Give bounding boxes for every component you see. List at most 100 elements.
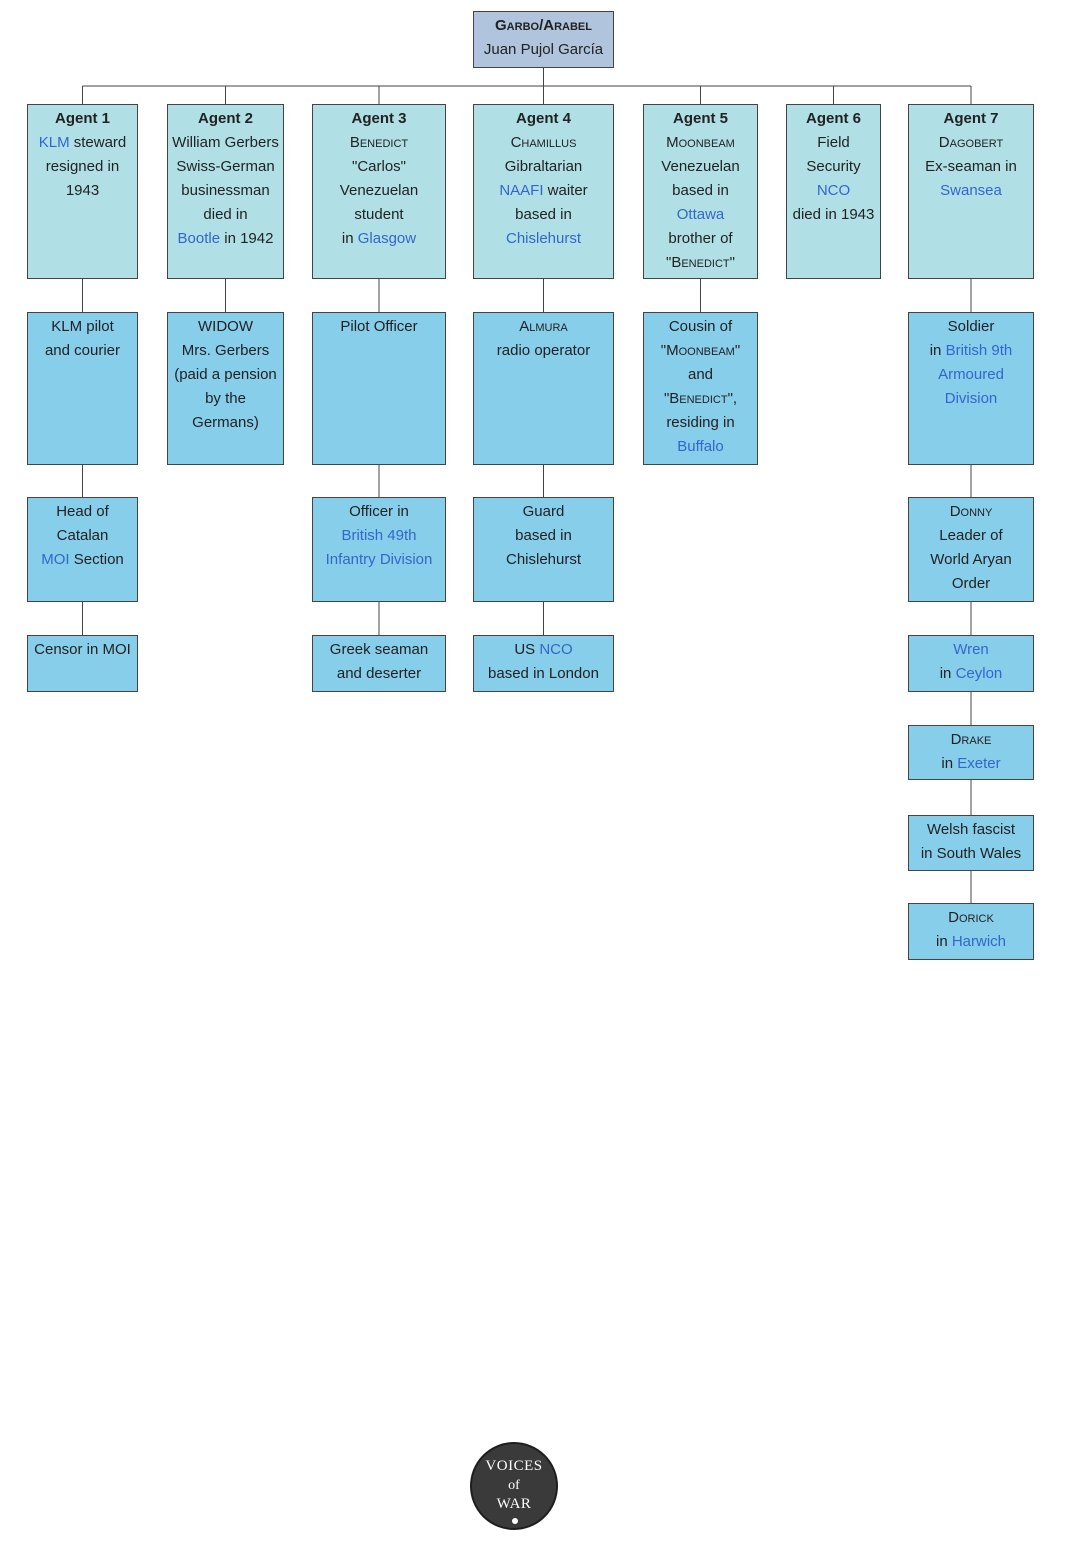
- wiki-link[interactable]: Ottawa: [676, 206, 725, 223]
- text-segment: Agent 7: [943, 110, 999, 127]
- text-segment: in: [941, 755, 958, 772]
- text-segment: in 1942: [220, 230, 274, 247]
- wiki-link[interactable]: Infantry Division: [325, 551, 433, 568]
- wiki-link[interactable]: British 9th: [945, 342, 1013, 359]
- text-line: Division: [909, 387, 1033, 411]
- text-segment: "Carlos": [352, 158, 406, 175]
- text-line: Dagobert: [909, 131, 1033, 155]
- wiki-link[interactable]: Swansea: [940, 182, 1002, 199]
- text-line: Pilot Officer: [313, 315, 445, 339]
- agent-3-node: Agent 3 Benedict "Carlos" Venezuelan student…: [312, 104, 446, 279]
- wiki-link[interactable]: NCO: [816, 182, 851, 199]
- text-line: Chamillus: [474, 131, 613, 155]
- wiki-link[interactable]: Bootle: [177, 230, 221, 247]
- text-segment: Chislehurst: [505, 551, 582, 568]
- text-segment: Agent 2: [197, 110, 253, 127]
- wiki-link[interactable]: Chislehurst: [505, 230, 582, 247]
- wiki-link[interactable]: Harwich: [951, 933, 1007, 950]
- agent-1-subagent-node: KLM pilot and courier: [27, 312, 138, 465]
- text-line: Juan Pujol García: [474, 38, 613, 62]
- wiki-link[interactable]: Buffalo: [677, 438, 724, 455]
- text-line: US NCO: [474, 638, 613, 662]
- wiki-link[interactable]: KLM: [38, 134, 70, 151]
- text-segment: ": [734, 342, 741, 359]
- text-segment: ": [666, 254, 672, 271]
- text-segment: Donny: [949, 503, 993, 520]
- text-line: Agent 5: [644, 107, 757, 131]
- text-line: WIDOW: [168, 315, 283, 339]
- wiki-link[interactable]: NCO: [539, 641, 573, 658]
- text-line: Swansea: [909, 179, 1033, 203]
- agent-5-subagent-node: Cousin of"Moonbeam"and"Benedict",residin…: [643, 312, 758, 465]
- text-line: based in: [644, 179, 757, 203]
- text-segment: Germans): [192, 414, 259, 431]
- wiki-link[interactable]: NAAFI: [499, 182, 544, 199]
- text-segment: Agent 6: [805, 110, 861, 127]
- wiki-link[interactable]: Glasgow: [357, 230, 417, 247]
- wiki-link[interactable]: Division: [944, 390, 998, 407]
- text-segment: Pilot Officer: [340, 318, 418, 335]
- wiki-link[interactable]: Exeter: [957, 755, 1001, 772]
- text-line: Venezuelan: [644, 155, 757, 179]
- text-segment: Leader of: [939, 527, 1003, 544]
- agent-1-subagent-node: Censor in MOI: [27, 635, 138, 692]
- text-segment: and deserter: [336, 665, 422, 682]
- text-segment: radio operator: [496, 342, 591, 359]
- text-segment: Benedict: [671, 254, 730, 271]
- text-line: in Exeter: [909, 752, 1033, 776]
- text-line: Officer in: [313, 500, 445, 524]
- wiki-link[interactable]: British 49th: [341, 527, 417, 544]
- text-line: Moonbeam: [644, 131, 757, 155]
- wiki-link[interactable]: Armoured: [938, 366, 1004, 383]
- text-segment: and courier: [44, 342, 121, 359]
- text-segment: Agent 3: [351, 110, 407, 127]
- text-segment: waiter: [543, 182, 588, 199]
- text-line: student: [313, 203, 445, 227]
- wiki-link[interactable]: Ceylon: [955, 665, 1003, 682]
- text-line: Chislehurst: [474, 227, 613, 251]
- text-line: "Carlos": [313, 155, 445, 179]
- text-line: businessman: [168, 179, 283, 203]
- text-segment: in: [341, 230, 358, 247]
- text-line: Field: [787, 131, 880, 155]
- text-line: KLM pilot: [28, 315, 137, 339]
- text-segment: died in: [203, 206, 248, 223]
- wiki-link[interactable]: MOI: [41, 551, 70, 568]
- text-line: Swiss-German: [168, 155, 283, 179]
- text-line: Agent 6: [787, 107, 880, 131]
- text-line: Security: [787, 155, 880, 179]
- text-line: Dorick: [909, 906, 1033, 930]
- text-segment: Agent 5: [672, 110, 728, 127]
- wiki-link[interactable]: Wren: [953, 641, 989, 658]
- text-line: Mrs. Gerbers: [168, 339, 283, 363]
- text-segment: Gibraltarian: [504, 158, 583, 175]
- text-line: NCO: [787, 179, 880, 203]
- text-segment: based in: [672, 182, 729, 199]
- text-line: Leader of: [909, 524, 1033, 548]
- text-segment: World Aryan: [930, 551, 1012, 568]
- text-segment: residing in: [666, 414, 735, 431]
- text-segment: Agent 4: [515, 110, 571, 127]
- text-segment: 1943: [65, 182, 100, 199]
- text-line: 1943: [28, 179, 137, 203]
- text-segment: Venezuelan: [339, 182, 419, 199]
- text-segment: Guard: [522, 503, 565, 520]
- text-segment: died in 1943: [792, 206, 875, 223]
- text-segment: Benedict: [349, 134, 409, 151]
- text-segment: ",: [727, 390, 738, 407]
- text-segment: based in: [515, 206, 572, 223]
- text-line: in British 9th: [909, 339, 1033, 363]
- text-line: Bootle in 1942: [168, 227, 283, 251]
- text-segment: Juan Pujol García: [483, 41, 604, 58]
